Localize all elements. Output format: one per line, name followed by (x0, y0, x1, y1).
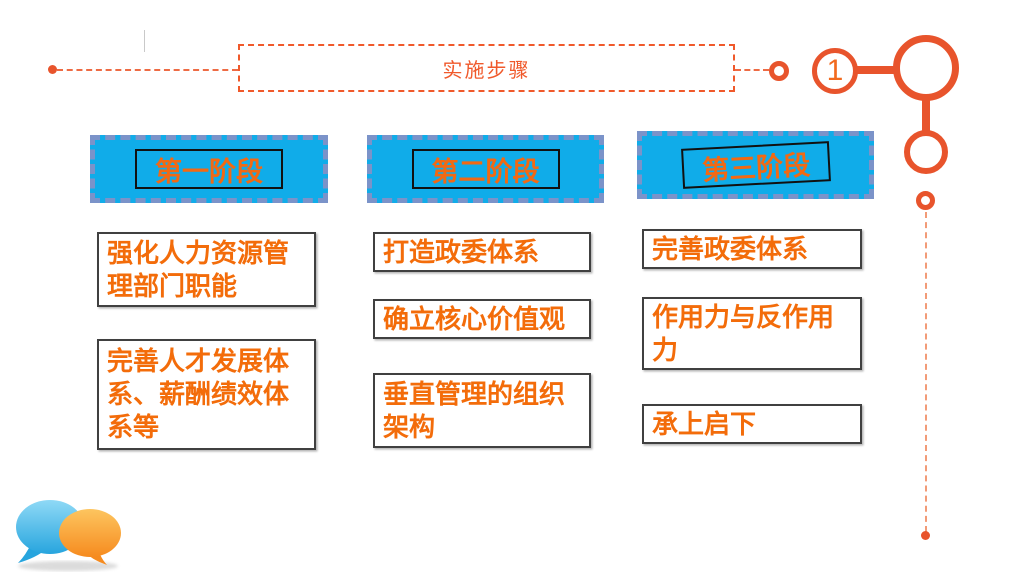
chat-bubbles-icon (16, 500, 121, 571)
phase-1-item-2-text: 完善人才发展体系、薪酬绩效体系等 (107, 346, 290, 442)
phase-3-item-3-text: 承上启下 (652, 408, 757, 439)
phase-2-item-3: 垂直管理的组织架构 (373, 373, 591, 448)
phase-1-label: 第一阶段 (155, 156, 263, 187)
phase-2-label-box: 第二阶段 (411, 149, 560, 189)
node-connector-horizontal (855, 66, 895, 74)
connector-ring-small (769, 61, 789, 81)
phase-3-item-2: 作用力与反作用力 (642, 297, 862, 370)
phase-1-label-box: 第一阶段 (135, 149, 283, 189)
leader-dashed-line-left (57, 69, 238, 71)
phase-3-label-box: 第三阶段 (680, 141, 831, 189)
step-number-badge: 1 (812, 48, 858, 94)
node-connector-vertical (922, 99, 930, 132)
phase-2-header: 第二阶段 (367, 135, 604, 203)
phase-3-item-1: 完善政委体系 (642, 229, 862, 269)
slide-title-box: 实施步骤 (238, 44, 735, 92)
phase-3-label: 第三阶段 (700, 149, 811, 186)
vertical-dashed-line (925, 212, 927, 532)
phase-3-header: 第三阶段 (637, 131, 874, 199)
phase-1-item-1-text: 强化人力资源管理部门职能 (107, 237, 290, 301)
phase-2-item-2: 确立核心价值观 (373, 299, 591, 339)
phase-1-item-1: 强化人力资源管理部门职能 (97, 232, 316, 307)
node-circle-medium (904, 130, 948, 174)
phase-3-item-3: 承上启下 (642, 404, 862, 444)
phase-2-item-2-text: 确立核心价值观 (383, 303, 566, 334)
phase-2-item-1-text: 打造政委体系 (383, 236, 540, 267)
phase-3-item-2-text: 作用力与反作用力 (652, 301, 835, 365)
phase-2-label: 第二阶段 (431, 156, 540, 187)
phase-3-item-1-text: 完善政委体系 (652, 233, 809, 264)
chat-icon-shadow (18, 561, 118, 571)
phase-2-item-3-text: 垂直管理的组织架构 (383, 378, 566, 442)
ruler-tick-mark (144, 30, 145, 52)
step-number: 1 (826, 54, 844, 87)
line-end-dot (921, 531, 930, 540)
leader-start-dot (48, 65, 57, 74)
orange-bubble (59, 509, 121, 557)
phase-1-header: 第一阶段 (90, 135, 328, 203)
slide-title: 实施步骤 (442, 59, 531, 82)
node-circle-small (916, 191, 935, 210)
leader-dashed-line-right (735, 69, 769, 71)
node-circle-large (893, 35, 959, 101)
phase-2-item-1: 打造政委体系 (373, 232, 591, 272)
phase-1-item-2: 完善人才发展体系、薪酬绩效体系等 (97, 339, 316, 450)
